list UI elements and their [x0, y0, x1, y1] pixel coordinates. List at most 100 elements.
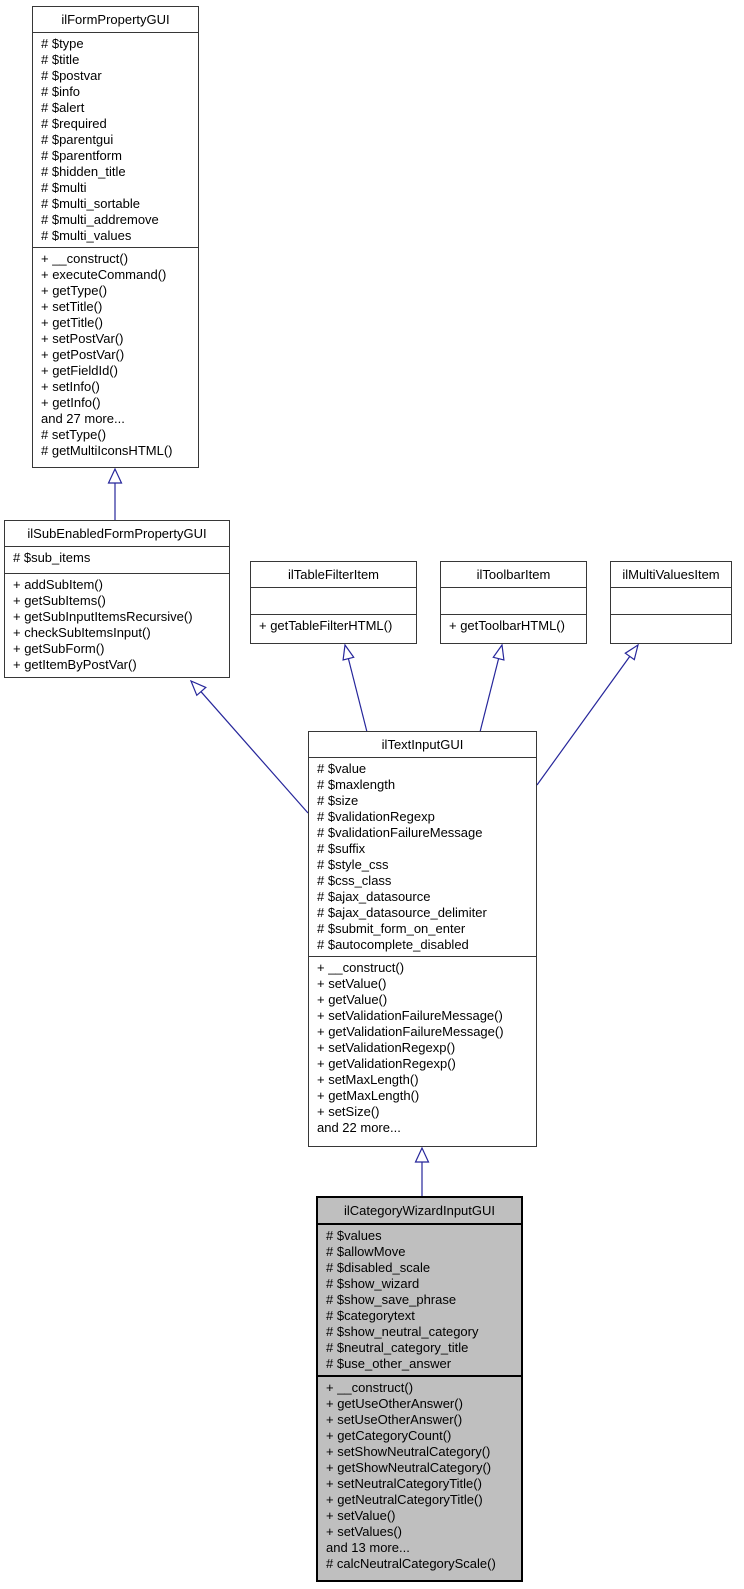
member-row: # $maxlength [317, 777, 396, 792]
member-row: + setValidationFailureMessage() [317, 1008, 503, 1023]
member-row: + getValidationFailureMessage() [317, 1024, 504, 1039]
member-row: + __construct() [41, 251, 129, 266]
member-row: # $type [41, 36, 84, 51]
member-row: + setPostVar() [41, 331, 124, 346]
member-row: # $validationFailureMessage [317, 825, 483, 840]
edge-ilCategoryWizardInputGUI-to-ilTextInputGUI [414, 1146, 430, 1196]
member-row: + getShowNeutralCategory() [326, 1460, 492, 1475]
member-row: # $css_class [317, 873, 392, 888]
member-row: # $required [41, 116, 107, 131]
member-row: # $multi_values [41, 228, 132, 243]
member-row: + setShowNeutralCategory() [326, 1444, 491, 1459]
class-ilFormPropertyGUI[interactable]: ilFormPropertyGUI # $type# $title# $post… [32, 6, 199, 468]
member-row: and 13 more... [326, 1540, 410, 1555]
member-row: # $ajax_datasource [317, 889, 431, 904]
member-row: + getCategoryCount() [326, 1428, 452, 1443]
class-title[interactable]: ilToolbarItem [441, 562, 586, 588]
member-row: # setType() [41, 427, 107, 442]
class-methods [611, 615, 731, 643]
member-row: + getSubForm() [13, 641, 105, 656]
class-ilTableFilterItem[interactable]: ilTableFilterItem + getTableFilterHTML() [250, 561, 417, 644]
class-ilSubEnabledFormPropertyGUI[interactable]: ilSubEnabledFormPropertyGUI # $sub_items… [4, 520, 230, 678]
member-row: # $categorytext [326, 1308, 415, 1323]
member-row: + setMaxLength() [317, 1072, 419, 1087]
member-row: # $values [326, 1228, 382, 1243]
class-attributes [251, 588, 416, 615]
member-row: + getValidationRegexp() [317, 1056, 456, 1071]
class-ilToolbarItem[interactable]: ilToolbarItem + getToolbarHTML() [440, 561, 587, 644]
member-row: # $suffix [317, 841, 366, 856]
member-row: # $multi_addremove [41, 212, 159, 227]
member-row: + setValues() [326, 1524, 402, 1539]
member-row: # $multi [41, 180, 87, 195]
member-row: # $disabled_scale [326, 1260, 431, 1275]
member-row: # $multi_sortable [41, 196, 140, 211]
class-attributes: # $type# $title# $postvar# $info# $alert… [33, 33, 198, 248]
member-row: + getToolbarHTML() [449, 618, 565, 633]
member-row: + setValidationRegexp() [317, 1040, 456, 1055]
member-row: + getItemByPostVar() [13, 657, 137, 672]
member-row: + getFieldId() [41, 363, 118, 378]
member-row: + addSubItem() [13, 577, 103, 592]
member-row: + executeCommand() [41, 267, 167, 282]
member-row: # $neutral_category_title [326, 1340, 469, 1355]
member-row: + getPostVar() [41, 347, 125, 362]
class-title[interactable]: ilCategoryWizardInputGUI [318, 1198, 521, 1225]
class-ilMultiValuesItem[interactable]: ilMultiValuesItem [610, 561, 732, 644]
class-ilTextInputGUI[interactable]: ilTextInputGUI # $value# $maxlength# $si… [308, 731, 537, 1147]
member-row: # $use_other_answer [326, 1356, 452, 1371]
member-row: + getValue() [317, 992, 388, 1007]
member-row: # $value [317, 761, 367, 776]
edge-ilTextInputGUI-to-ilToolbarItem [479, 643, 505, 733]
edge-ilTextInputGUI-to-ilSubEnabledFormPropertyGUI [189, 679, 309, 814]
member-row: + __construct() [317, 960, 405, 975]
member-row: + getSubItems() [13, 593, 106, 608]
class-title[interactable]: ilTextInputGUI [309, 732, 536, 758]
member-row: + setInfo() [41, 379, 100, 394]
member-row: + setValue() [317, 976, 387, 991]
member-row: # $postvar [41, 68, 102, 83]
class-methods: + __construct()+ executeCommand()+ getTy… [33, 248, 198, 467]
member-row: + __construct() [326, 1380, 414, 1395]
class-attributes: # $values# $allowMove# $disabled_scale # … [318, 1225, 521, 1377]
member-row: + checkSubItemsInput() [13, 625, 151, 640]
class-title[interactable]: ilMultiValuesItem [611, 562, 731, 588]
edge-ilSubEnabledFormPropertyGUI-to-ilFormPropertyGUI [107, 467, 123, 520]
member-row: # $show_neutral_category [326, 1324, 479, 1339]
class-title[interactable]: ilSubEnabledFormPropertyGUI [5, 521, 229, 547]
member-row: + setNeutralCategoryTitle() [326, 1476, 482, 1491]
member-row: # $parentform [41, 148, 122, 163]
member-row: + getType() [41, 283, 108, 298]
class-methods: + __construct()+ getUseOtherAnswer() + se… [318, 1377, 521, 1580]
member-row: # $style_css [317, 857, 389, 872]
member-row: + getMaxLength() [317, 1088, 420, 1103]
class-ilCategoryWizardInputGUI[interactable]: ilCategoryWizardInputGUI # $values# $all… [316, 1196, 523, 1582]
class-methods: + getTableFilterHTML() [251, 615, 416, 643]
class-title[interactable]: ilFormPropertyGUI [33, 7, 198, 33]
class-methods: + getToolbarHTML() [441, 615, 586, 643]
member-row: and 22 more... [317, 1120, 401, 1135]
member-row: # $ajax_datasource_delimiter [317, 905, 487, 920]
member-row: # $sub_items [13, 550, 91, 565]
edge-ilTextInputGUI-to-ilTableFilterItem [342, 643, 368, 733]
class-title[interactable]: ilTableFilterItem [251, 562, 416, 588]
class-attributes [611, 588, 731, 615]
member-row: # $parentgui [41, 132, 114, 147]
member-row: + getUseOtherAnswer() [326, 1396, 463, 1411]
member-row: + getNeutralCategoryTitle() [326, 1492, 483, 1507]
class-attributes: # $sub_items [5, 547, 229, 574]
class-methods: + __construct()+ setValue()+ getValue()+… [309, 957, 536, 1146]
member-row: + getInfo() [41, 395, 101, 410]
member-row: # $hidden_title [41, 164, 126, 179]
member-row: # $submit_form_on_enter [317, 921, 466, 936]
member-row: + setValue() [326, 1508, 396, 1523]
member-row: # $allowMove [326, 1244, 406, 1259]
member-row: + setTitle() [41, 299, 103, 314]
class-attributes [441, 588, 586, 615]
member-row: # $info [41, 84, 81, 99]
member-row: # $autocomplete_disabled [317, 937, 469, 952]
edge-ilTextInputGUI-to-ilMultiValuesItem [536, 643, 639, 786]
member-row: # getMultiIconsHTML() [41, 443, 173, 458]
class-attributes: # $value# $maxlength# $size# $validation… [309, 758, 536, 957]
